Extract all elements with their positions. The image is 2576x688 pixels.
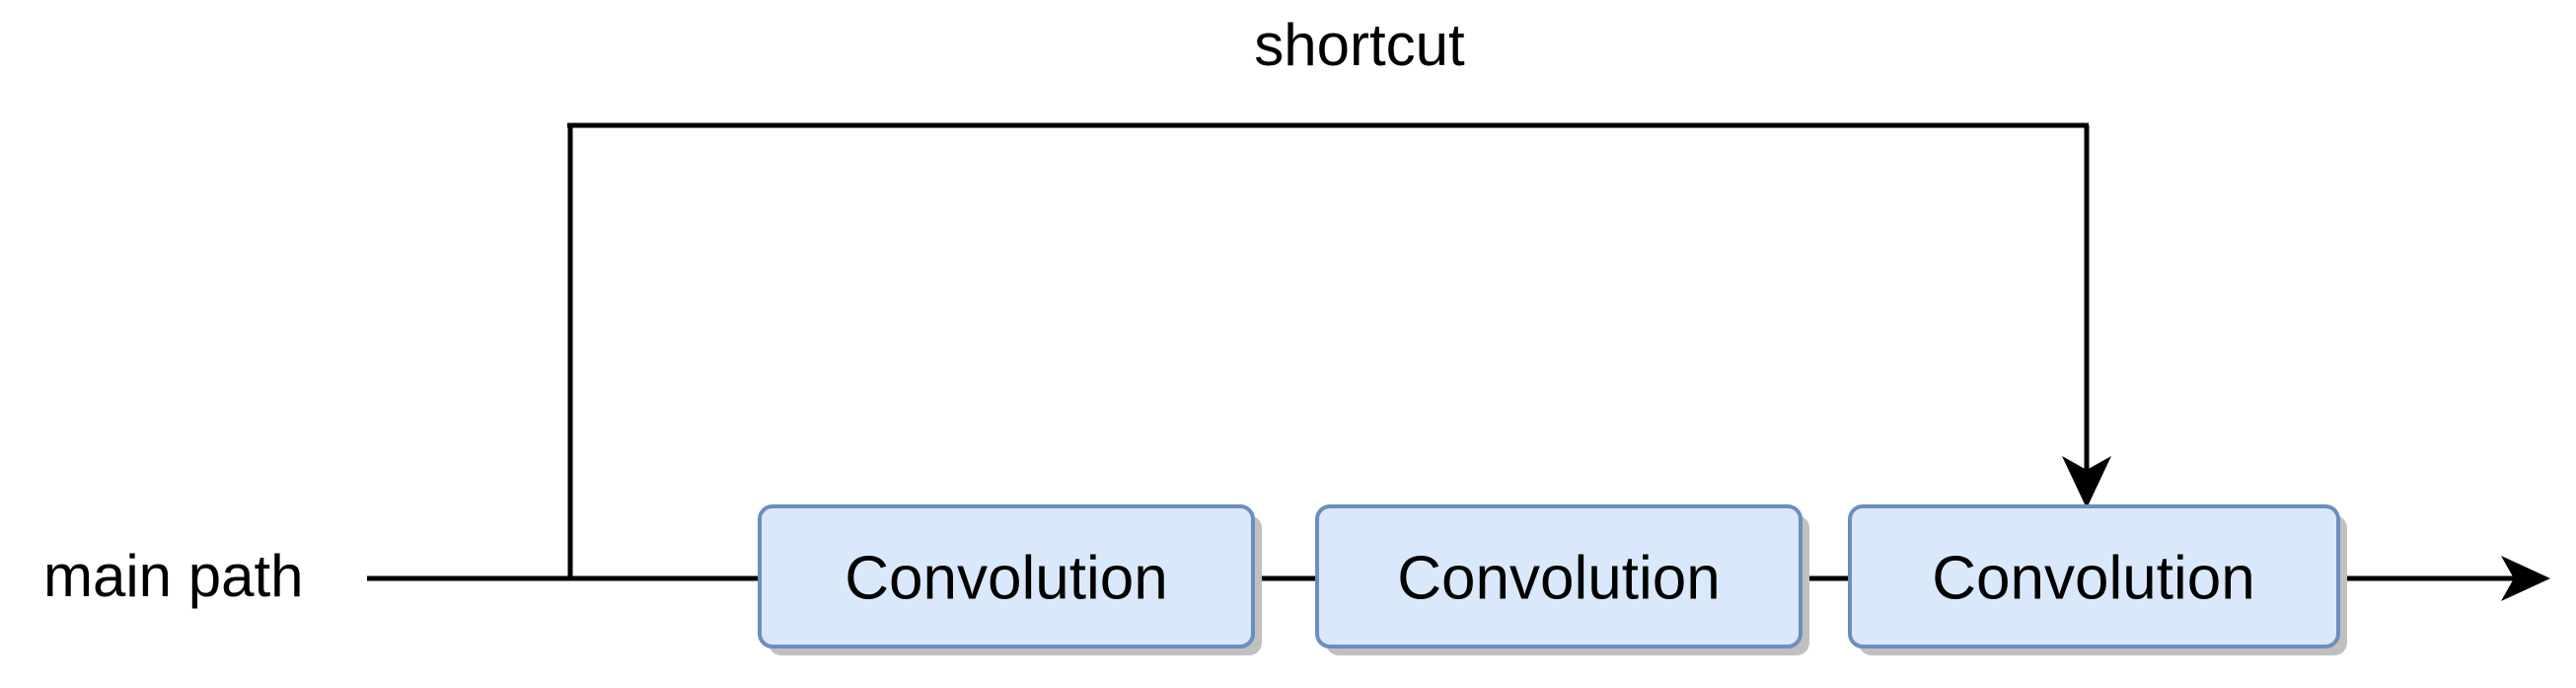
output-arrow-head-icon: [2501, 556, 2550, 601]
node-conv3-box[interactable]: [1848, 504, 2340, 649]
node-conv2[interactable]: Convolution: [1315, 504, 1809, 655]
shortcut-edge-group: [567, 122, 2111, 580]
node-conv1-label: Convolution: [845, 544, 1167, 612]
node-conv1[interactable]: Convolution: [758, 504, 1262, 655]
node-conv3-label: Convolution: [1932, 544, 2254, 612]
node-conv2-box[interactable]: [1315, 504, 1803, 649]
shortcut-arrow-head-icon: [2062, 456, 2111, 508]
shortcut-label: shortcut: [1254, 12, 1465, 78]
node-conv2-label: Convolution: [1397, 544, 1720, 612]
node-conv3[interactable]: Convolution: [1848, 504, 2347, 655]
node-conv1-box[interactable]: [758, 504, 1255, 649]
main-path-label: main path: [43, 543, 304, 609]
